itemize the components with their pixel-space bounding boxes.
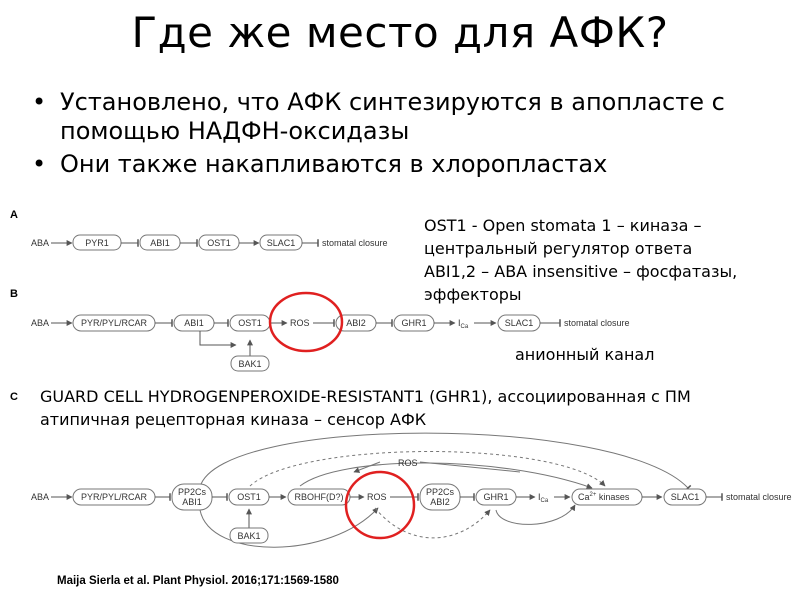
arc-pp2c-slac1 [199, 432, 692, 492]
panel-a-label: A [10, 209, 18, 221]
bullet-list: • Установлено, что АФК синтезируются в ап… [30, 88, 790, 183]
node-aba: ABA [31, 492, 49, 502]
node-bak1 [230, 355, 270, 372]
node-ost1-label: OST1 [238, 318, 262, 328]
node-ros: ROS [367, 492, 387, 502]
node-ca-kinases-label: Ca2+ kinases [578, 492, 630, 502]
bullet-text: Установлено, что АФК синтезируются в апо… [60, 88, 725, 145]
node-ros: ROS [290, 318, 310, 328]
panel-c-label: C [10, 391, 18, 403]
node-ost1-label: OST1 [237, 492, 261, 502]
arc-abi1-ros [199, 507, 379, 548]
node-output: stomatal closure [322, 238, 388, 248]
node-ost1-label: OST1 [207, 238, 231, 248]
node-output: stomatal closure [564, 318, 630, 328]
panel-a: A ABA PYR1 ABI1 OST1 SLAC1 stomatal clos… [10, 209, 388, 251]
node-ros-top: ROS [398, 458, 418, 468]
arc-ros-ghr1 [374, 507, 491, 539]
ros-highlight-circle [268, 291, 344, 353]
node-abi1-label: ABI1 [184, 318, 204, 328]
node-pyr-label: PYR/PYL/RCAR [81, 492, 148, 502]
node-slac1-label: SLAC1 [505, 318, 534, 328]
ost1-note: OST1 - Open stomata 1 – киназа – централ… [424, 214, 794, 306]
node-abi1-label: ABI1 [150, 238, 170, 248]
ghr1-note: GUARD CELL HYDROGENPEROXIDE-RESISTANT1 (… [40, 385, 790, 431]
node-ghr1-label: GHR1 [401, 318, 426, 328]
node-output: stomatal closure [726, 492, 792, 502]
slide-title: Где же место для АФК? [131, 8, 669, 57]
ghr1-note-line: GUARD CELL HYDROGENPEROXIDE-RESISTANT1 (… [40, 387, 691, 406]
bullet-glyph: • [32, 150, 47, 178]
node-aba: ABA [31, 238, 49, 248]
node-ghr1-label: GHR1 [483, 492, 508, 502]
node-slac1-label: SLAC1 [671, 492, 700, 502]
node-pp2c-abi1-line1: PP2Cs [178, 487, 207, 497]
node-pp2c-abi2-line1: PP2Cs [426, 487, 455, 497]
bullet-text: Они также накапливаются в хлоропластах [60, 150, 608, 178]
bullet-item: • Установлено, что АФК синтезируются в ап… [30, 88, 790, 146]
citation: Maija Sierla et al. Plant Physiol. 2016;… [57, 575, 339, 587]
node-pyr1-label: PYR1 [85, 238, 109, 248]
ost1-note-line: OST1 - Open stomata 1 – киназа – [424, 216, 702, 235]
bullet-glyph: • [32, 88, 47, 116]
panel-b: B ABA PYR/PYL/RCAR ABI1 OST1 ROS ABI2 GH… [10, 288, 630, 372]
node-bak1-label: BAK1 [237, 531, 260, 541]
ost1-note-line: ABI1,2 – ABA insensitive – фосфатазы, [424, 262, 738, 281]
node-pyr-label: PYR/PYL/RCAR [81, 318, 148, 328]
node-aba: ABA [31, 318, 49, 328]
node-pp2c-abi1-line2: ABI1 [182, 497, 202, 507]
node-abi2-label: ABI2 [346, 318, 366, 328]
panel-c: C ROS ABA PYR/PYL/RCAR PP2Cs ABI1 OST1 R… [10, 391, 792, 548]
node-ica: ICa [538, 492, 549, 504]
node-bak1 [229, 527, 269, 544]
node-pp2c-abi2-line2: ABI2 [430, 497, 450, 507]
bullet-item: • Они также накапливаются в хлоропластах [30, 150, 790, 179]
ros-highlight-circle [344, 470, 416, 540]
node-bak1-label: BAK1 [238, 359, 261, 369]
node-ica: ICa [458, 318, 469, 330]
anion-channel-note: анионный канал [515, 345, 655, 364]
ghr1-note-line: атипичная рецепторная киназа – сенсор АФ… [40, 410, 427, 429]
arc-ost1-ca [249, 451, 606, 487]
ost1-note-line: центральный регулятор ответа [424, 239, 693, 258]
node-rbohf-label: RBOHF(D?) [295, 492, 344, 502]
node-slac1-label: SLAC1 [267, 238, 296, 248]
ost1-note-line: эффекторы [424, 285, 522, 304]
panel-b-label: B [10, 288, 18, 300]
